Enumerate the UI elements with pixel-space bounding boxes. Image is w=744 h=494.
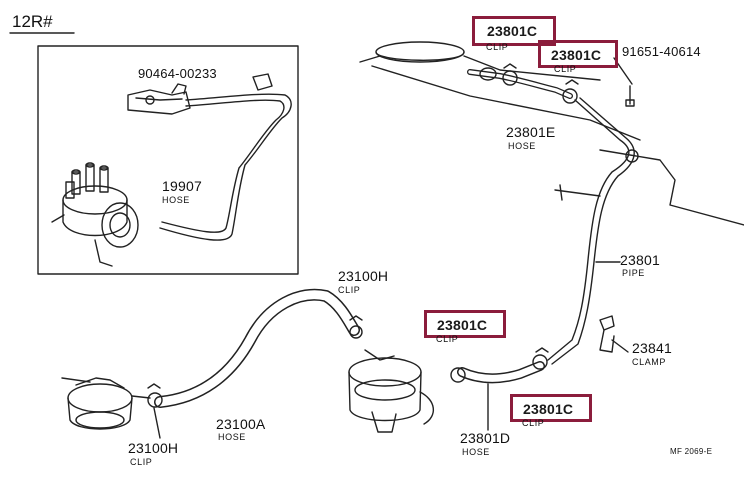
clip-label-b: CLIP	[554, 64, 577, 74]
part-number-23801e: 23801E	[506, 124, 556, 140]
part-number-19907: 19907	[162, 178, 202, 194]
fuel-filter	[61, 377, 151, 430]
part-number-23801c-a: 23801C	[487, 23, 538, 39]
engine-outline	[359, 41, 744, 226]
clip-label-d: CLIP	[522, 418, 545, 428]
fuel-pump	[348, 349, 434, 433]
footer-code: MF 2069-E	[670, 447, 713, 456]
part-number-23801c-d: 23801C	[523, 401, 574, 417]
pipe-23801	[547, 97, 639, 365]
part-number-23801c-c: 23801C	[437, 317, 488, 333]
part-number-90464: 90464-00233	[138, 66, 217, 81]
part-number-23801d: 23801D	[460, 430, 511, 446]
inset-hose-outer	[159, 93, 292, 241]
part-number-23841: 23841	[632, 340, 672, 356]
highlight-box-23801c-c[interactable]: 23801C	[424, 310, 506, 338]
pipe-label-23801: PIPE	[622, 268, 645, 278]
diagram-title: 12R#	[12, 12, 53, 31]
hose-label-23801e: HOSE	[508, 141, 536, 151]
clip-label-23100h-bottom: CLIP	[130, 457, 153, 467]
inset-frame	[37, 45, 299, 275]
clamp-label-23841: CLAMP	[632, 357, 667, 367]
part-number-23801c-b: 23801C	[551, 47, 602, 63]
hose-23100a	[147, 288, 363, 439]
clip-label-23100h-top: CLIP	[338, 285, 361, 295]
highlight-box-23801c-b[interactable]: 23801C	[538, 40, 618, 68]
part-number-91651: 91651-40614	[622, 44, 701, 59]
clamp-23841	[599, 315, 629, 353]
hose-label-23100a: HOSE	[218, 432, 246, 442]
inset-valve-bracket	[127, 73, 273, 115]
hose-label-23801d: HOSE	[462, 447, 490, 457]
part-number-23801: 23801	[620, 252, 660, 268]
highlight-box-23801c-a[interactable]: 23801C	[472, 16, 556, 46]
hose-23801d	[450, 347, 549, 431]
hose-label-19907: HOSE	[162, 195, 190, 205]
highlight-box-23801c-d[interactable]: 23801C	[510, 394, 592, 422]
part-number-23100h-bottom: 23100H	[128, 440, 179, 456]
part-number-23100a: 23100A	[216, 416, 266, 432]
hose-23801e	[467, 63, 579, 104]
part-number-23100h-top: 23100H	[338, 268, 389, 284]
inset-distributor	[51, 162, 139, 267]
clip-label-c: CLIP	[436, 334, 459, 344]
clip-label-a: CLIP	[486, 42, 509, 52]
inset-hose-inner	[161, 99, 285, 233]
